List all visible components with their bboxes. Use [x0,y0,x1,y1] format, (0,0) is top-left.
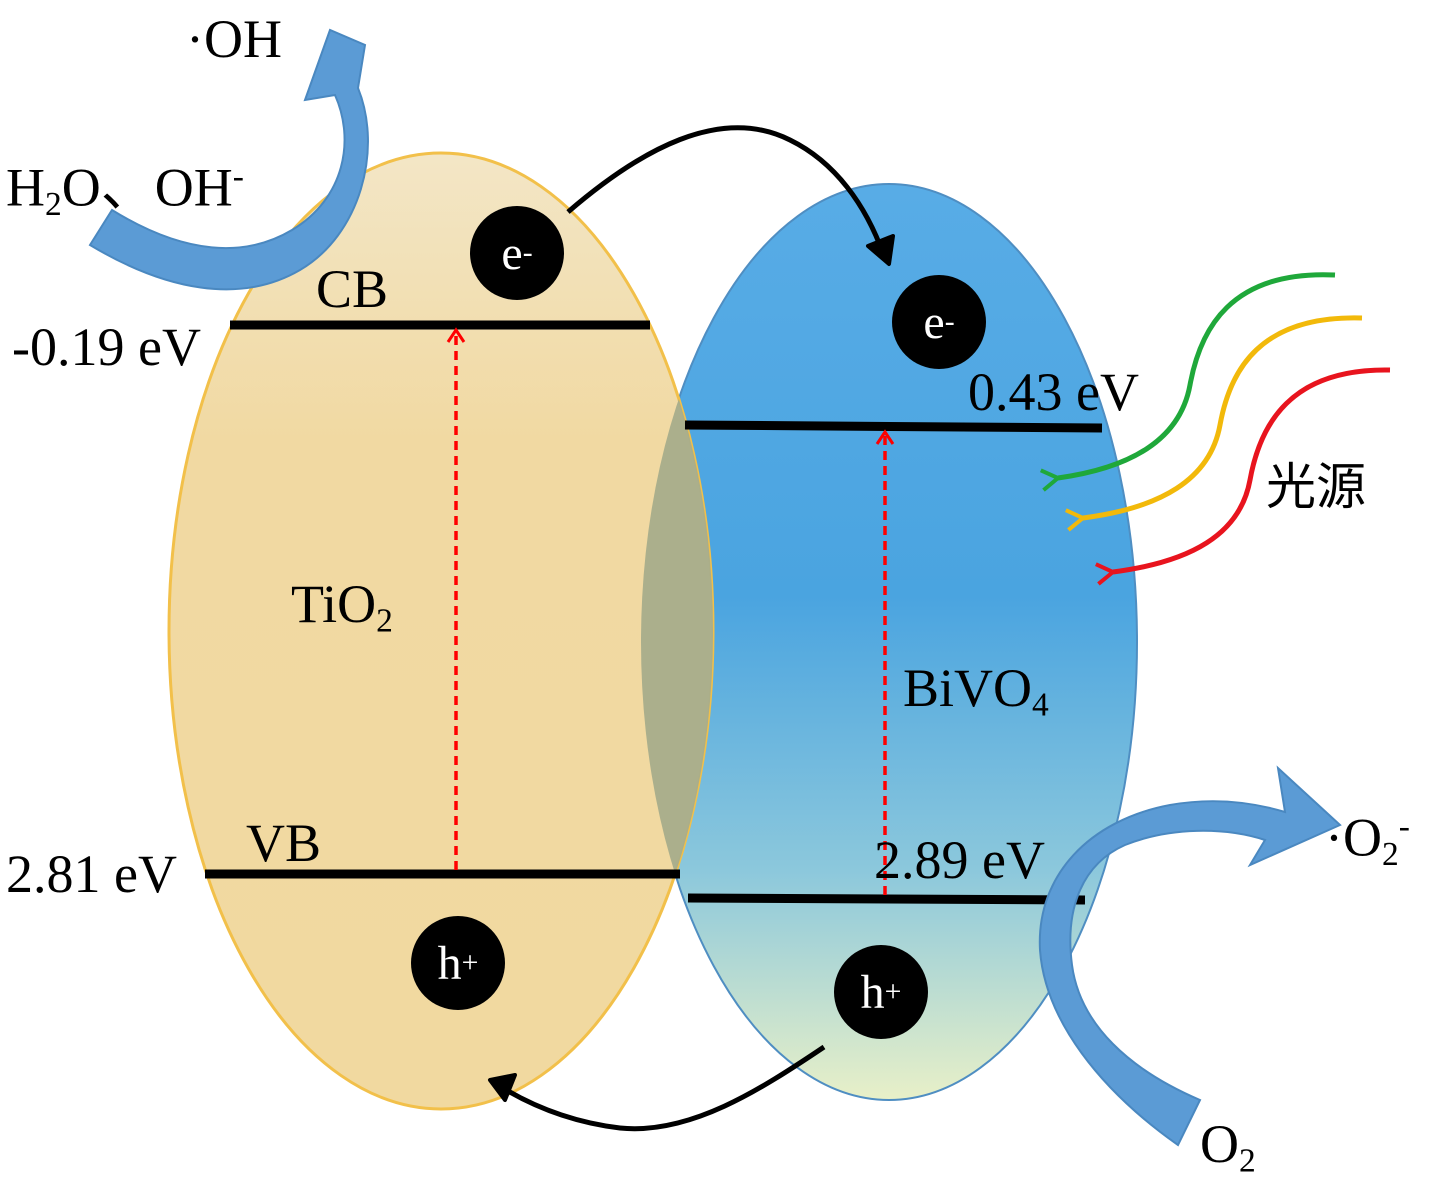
electron-transfer-arrowhead [866,234,895,266]
tio2-cb-energy: -0.19 eV [12,317,201,377]
hole-transfer-arrowhead [488,1073,517,1102]
hydroxyl-radical-label: ·OH [186,9,282,69]
oxygen-label: O2 [1200,1114,1256,1180]
light-ray-green [1039,272,1336,492]
bivo4-electron: e- [892,275,986,369]
tio2-label: TiO2 [291,574,393,640]
tio2-electron: e- [470,206,564,300]
bivo4-label: BiVO4 [903,658,1049,724]
vb-label: VB [246,813,322,873]
light-source-label: 光源 [1266,458,1366,516]
bivo4-vb-energy: 2.89 eV [874,830,1045,890]
light-ray-yellow [1065,315,1363,532]
superoxide-formation-arrow [1038,765,1342,1147]
tio2-vb-energy: 2.81 eV [6,844,177,904]
bivo4-hole: h+ [834,945,928,1039]
bivo4-vb-line [687,893,1086,905]
light-ray-red [1095,367,1391,586]
bivo4-cb-line [684,420,1103,433]
superoxide-label: ·O2- [1325,807,1410,873]
bivo4-cb-energy: 0.43 eV [968,362,1139,422]
electron-transfer-arrow [566,125,887,257]
cb-label: CB [316,259,389,319]
hole-transfer-arrow [496,1044,826,1132]
hydroxyl-formation-arrow [88,28,369,291]
tio2-hole: h+ [411,916,505,1010]
water-hydroxide-label: H2O、OH- [6,157,244,223]
